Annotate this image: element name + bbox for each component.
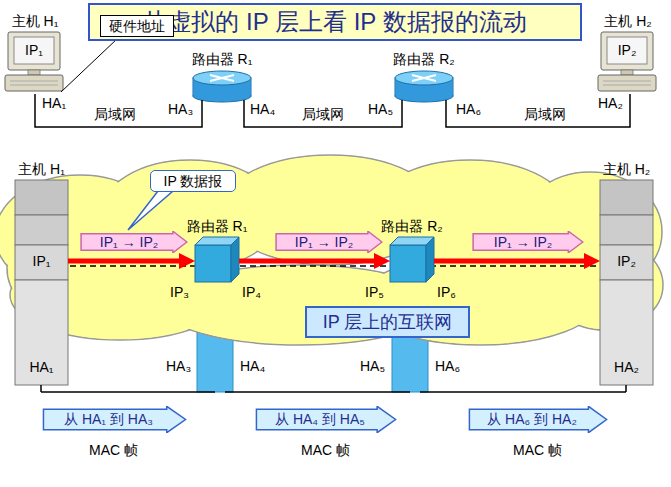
node-text: IP 层上的互联网 <box>323 312 453 333</box>
host-icon <box>598 32 656 91</box>
router-icon <box>193 71 251 102</box>
datagram-flow-arrow <box>434 253 600 269</box>
address-label: HA₅ <box>368 101 393 117</box>
connector-line <box>239 259 375 264</box>
protocol-stack: 主机 H₁IP₁HA₁ <box>15 180 68 385</box>
node-text: HA₂ <box>600 357 653 379</box>
router-cube <box>195 237 239 282</box>
frame-caption: MAC 帧 <box>301 442 350 458</box>
leader-line <box>61 38 118 92</box>
connector-line <box>244 100 402 127</box>
title: 从虚拟的 IP 层上看 IP 数据报的流动 <box>143 6 526 38</box>
arrow-outline <box>256 406 395 432</box>
arrow-outline <box>276 231 382 253</box>
node-heading: 路由器 R₂ <box>393 51 454 67</box>
protocol-stack: 主机 H₂IP₂HA₂ <box>600 180 653 385</box>
node-text: HA₁ <box>15 357 68 379</box>
node-text: IP₁ → IP₂ <box>494 234 552 250</box>
connector-line <box>35 94 202 127</box>
address-label: HA₃ <box>168 101 193 117</box>
address-label: IP₅ <box>365 284 384 300</box>
frame-caption: MAC 帧 <box>513 442 562 458</box>
host-icon <box>5 32 63 91</box>
network-name: 局域网 <box>522 106 568 122</box>
network-name: 局域网 <box>300 106 346 122</box>
router-icon <box>395 71 453 102</box>
callout-box: 硬件地址 <box>100 15 174 37</box>
datagram-flow-arrow <box>68 253 195 269</box>
virtual-path <box>70 265 596 267</box>
address-label: HA₆ <box>435 358 460 374</box>
node-heading: 主机 H₂ <box>603 161 650 177</box>
address-label: HA₂ <box>598 95 623 111</box>
node-text: IP₁ → IP₂ <box>295 234 353 250</box>
address-label: HA₁ <box>42 95 66 111</box>
mac-frame-box: 从 HA₁ 到 HA₃ <box>42 406 187 433</box>
node-heading: 路由器 R₂ <box>381 218 442 234</box>
callout-box: IP 数据报 <box>150 170 236 192</box>
cloud <box>0 155 663 345</box>
connector-line <box>68 259 180 264</box>
address-label: IP₆ <box>437 284 456 300</box>
datagram-box: IP₁ → IP₂ <box>275 231 383 253</box>
protocol-stack <box>600 180 653 385</box>
arrow-outline <box>473 231 583 253</box>
address-label: IP₃ <box>170 284 189 300</box>
mac-frame-box: 从 HA₄ 到 HA₅ <box>255 406 397 433</box>
node-text: IP₂ <box>600 250 653 274</box>
network-name: 局域网 <box>92 106 138 122</box>
node-text: 硬件地址 <box>109 18 165 34</box>
node-heading: 主机 H₁ <box>18 161 65 177</box>
mac-frame-box: 从 HA₆ 到 HA₂ <box>468 406 608 433</box>
lan-bus <box>41 385 626 392</box>
router-cube: 路由器 R₁ <box>195 237 239 282</box>
arrowhead <box>584 253 600 269</box>
connector-line <box>446 94 630 127</box>
router-cube <box>390 237 434 282</box>
address-label: HA₄ <box>250 101 275 117</box>
router-icon: 路由器 R₁ <box>193 70 251 100</box>
node-heading: 主机 H₂ <box>604 13 651 29</box>
lan-link <box>244 100 402 127</box>
address-label: HA₅ <box>360 358 385 374</box>
address-label: HA₃ <box>166 358 191 374</box>
arrowhead <box>179 253 195 269</box>
datagram-box: IP₁ → IP₂ <box>80 231 188 253</box>
node-text: 从 HA₄ 到 HA₅ <box>275 411 365 427</box>
address-label: IP₄ <box>242 284 261 300</box>
network-label: IP 层上的互联网 <box>305 306 470 338</box>
node-text: IP₁ <box>14 37 54 64</box>
router-cube: 路由器 R₂ <box>390 237 434 282</box>
address-label: HA₆ <box>456 101 481 117</box>
datagram-box: IP₁ → IP₂ <box>472 231 584 253</box>
address-label: HA₄ <box>240 358 265 374</box>
node-text: 从 HA₆ 到 HA₂ <box>487 411 577 427</box>
datagram-flow-arrow <box>239 253 390 269</box>
lan-link <box>35 94 202 127</box>
node-text: 从 HA₁ 到 HA₃ <box>64 411 153 427</box>
host-computer: 主机 H₁IP₁ <box>5 32 65 94</box>
arrow-outline <box>81 231 187 253</box>
lan-link <box>446 94 630 127</box>
frame-caption: MAC 帧 <box>89 442 138 458</box>
node-text: IP₂ <box>607 37 647 64</box>
node-heading: 路由器 R₁ <box>192 51 253 67</box>
node-text: IP 数据报 <box>164 173 223 189</box>
protocol-stack <box>15 180 68 385</box>
arrow-outline <box>469 406 606 432</box>
node-text: IP₁ <box>15 250 68 274</box>
callout-tail <box>128 191 173 230</box>
router-icon: 路由器 R₂ <box>395 70 453 100</box>
connector-line <box>434 259 585 264</box>
arrow-outline <box>43 406 185 432</box>
node-text: IP₁ → IP₂ <box>100 234 158 250</box>
host-computer: 主机 H₂IP₂ <box>598 32 658 94</box>
cloud-fill <box>0 156 662 344</box>
node-heading: 主机 H₁ <box>12 13 59 29</box>
arrowhead <box>374 253 390 269</box>
node-heading: 路由器 R₁ <box>187 218 248 234</box>
